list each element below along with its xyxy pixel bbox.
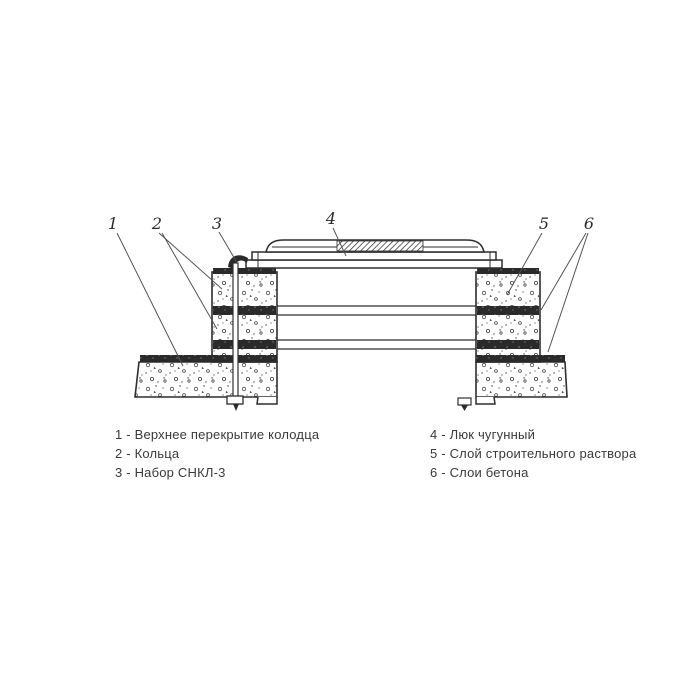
mortar-band-left-low <box>213 340 276 349</box>
legend-item-3: 3 - Набор СНКЛ-3 <box>115 465 226 480</box>
callout-1: 1 <box>108 214 118 233</box>
wall-stub-left <box>256 396 278 405</box>
snkl-rod-tip <box>233 404 239 411</box>
leader-line-2b <box>161 232 218 330</box>
leader-line-1 <box>116 232 184 367</box>
hatch-frame-top <box>251 251 497 261</box>
callout-5: 5 <box>539 214 549 233</box>
legend-item-2: 2 - Кольца <box>115 446 180 461</box>
leader-line-6a <box>540 232 587 311</box>
snkl-nut <box>226 395 244 405</box>
legend-item-5: 5 - Слой строительного раствора <box>430 446 637 461</box>
legend-item-4: 4 - Люк чугунный <box>430 427 536 442</box>
mortar-band-slab-left <box>140 355 277 362</box>
callout-2: 2 <box>151 214 162 233</box>
mortar-band-right-low <box>477 340 539 349</box>
leader-line-6b <box>547 232 589 353</box>
shaft-wall-stubs <box>256 396 496 405</box>
callout-numbers: 1 2 3 4 5 6 <box>108 209 594 233</box>
callout-4: 4 <box>325 209 336 228</box>
mortar-joint-bands <box>140 268 565 362</box>
mortar-band-left-top <box>213 268 276 274</box>
leader-line-4 <box>332 227 347 257</box>
mortar-band-slab-right <box>476 355 565 362</box>
anchor-bolt-right-tip <box>461 405 468 411</box>
shaft-interior-lines <box>277 305 476 350</box>
snkl-anchor-set <box>226 255 472 411</box>
leader-line-5 <box>506 232 543 296</box>
hatch-assembly <box>245 239 503 269</box>
leader-line-3 <box>218 231 237 262</box>
callout-3: 3 <box>212 214 222 233</box>
mortar-band-right-top <box>477 268 539 274</box>
mortar-band-left-mid <box>213 306 276 315</box>
anchor-bolt-right-nut <box>457 397 472 406</box>
legend-item-6: 6 - Слои бетона <box>430 465 529 480</box>
slab-right <box>475 361 568 398</box>
leader-line-2a <box>158 232 223 290</box>
legend-item-1: 1 - Верхнее перекрытие колодца <box>115 427 320 442</box>
leader-lines <box>116 227 589 367</box>
snkl-rod <box>232 262 239 398</box>
hatch-cover-tread-pattern <box>336 240 424 252</box>
hatch-frame-bottom <box>245 259 503 269</box>
slab-left <box>134 361 278 398</box>
wall-stub-right <box>475 396 496 405</box>
well-top-slab <box>134 361 568 398</box>
mortar-band-right-mid <box>477 306 539 315</box>
callout-6: 6 <box>584 214 594 233</box>
